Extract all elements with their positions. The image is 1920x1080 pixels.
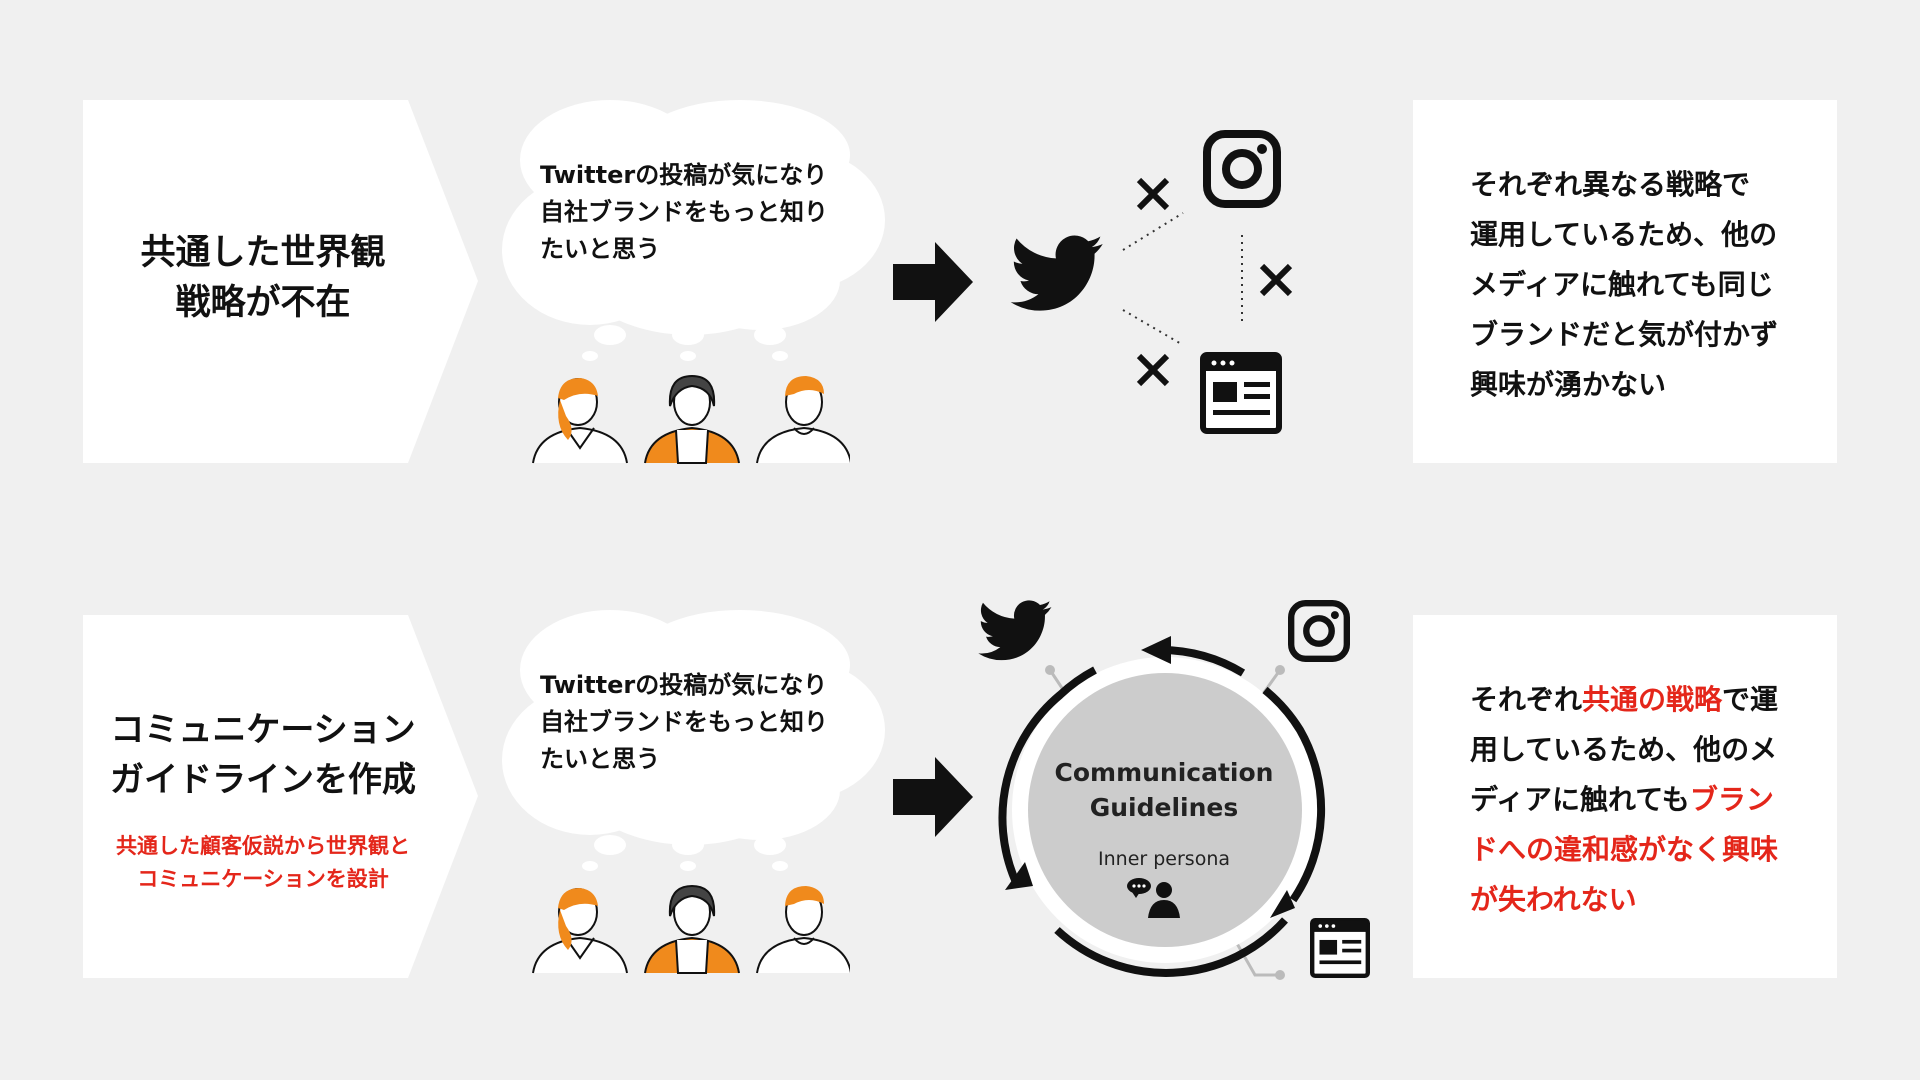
persona-icon xyxy=(1127,878,1180,918)
instagram-icon xyxy=(1288,600,1350,662)
result-segment: で運用しているため、他のメディアに触れても xyxy=(1470,683,1779,816)
woman-ponytail-icon xyxy=(532,888,628,974)
twitter-icon xyxy=(1010,235,1103,311)
arrow-right-icon xyxy=(893,757,973,837)
cross-icon xyxy=(1259,263,1293,297)
result-highlight: 共通の戦略 xyxy=(1582,683,1723,716)
twitter-icon xyxy=(978,600,1052,661)
man-icon xyxy=(756,376,850,464)
dotted-connectors xyxy=(1122,212,1243,346)
result-line: ブランドだと気が付かず xyxy=(1470,318,1779,351)
result-highlight: ブランドへの違和感がなく興味が失われない xyxy=(1470,783,1779,916)
solution-chevron: コミュニケーション ガイドラインを作成 共通した顧客仮説から世界観と コミュニケ… xyxy=(83,615,478,978)
man-icon xyxy=(756,886,850,974)
result-panel xyxy=(1413,615,1837,978)
result-panel xyxy=(1413,100,1837,463)
result-text: それぞれ異なる戦略で 運用しているため、他の メディアに触れても同じ ブランドだ… xyxy=(1470,160,1800,410)
thought-bubbles xyxy=(582,835,788,871)
people-group xyxy=(532,884,850,974)
website-icon xyxy=(1200,352,1282,434)
arrow-right-icon xyxy=(893,242,973,322)
woman-ponytail-icon xyxy=(532,378,628,464)
thought-bubbles xyxy=(582,325,788,361)
thought-cloud xyxy=(502,610,885,845)
website-icon xyxy=(1310,918,1370,978)
guidelines-cycle xyxy=(998,636,1326,980)
thought-text: Twitterの投稿が気になり 自社ブランドをもっと知り たいと思う xyxy=(540,671,828,773)
woman-dark-hair-icon xyxy=(644,374,740,464)
result-line: それぞれ異なる戦略で xyxy=(1470,168,1751,201)
result-text: それぞれ共通の戦略で運用しているため、他のメディアに触れてもブランドへの違和感が… xyxy=(1470,675,1792,925)
problem-chevron: 共通した世界観 戦略が不在 xyxy=(83,100,478,463)
solution-title: コミュニケーション ガイドラインを作成 xyxy=(110,710,416,800)
cross-icon xyxy=(1136,177,1170,211)
cross-icon xyxy=(1136,353,1170,387)
result-line: 運用しているため、他の xyxy=(1470,218,1778,251)
guidelines-title: Communication Guidelines xyxy=(1054,758,1274,822)
result-segment: それぞれ xyxy=(1470,683,1583,716)
thought-text: Twitterの投稿が気になり 自社ブランドをもっと知り たいと思う xyxy=(540,161,828,263)
woman-dark-hair-icon xyxy=(644,884,740,974)
instagram-icon xyxy=(1203,130,1281,208)
guidelines-core xyxy=(1028,673,1302,947)
persona-label: Inner persona xyxy=(1098,848,1230,870)
problem-title: 共通した世界観 戦略が不在 xyxy=(140,233,386,323)
result-line: 興味が湧かない xyxy=(1470,368,1667,401)
solution-subtitle: 共通した顧客仮説から世界観と コミュニケーションを設計 xyxy=(116,834,410,891)
result-line: メディアに触れても同じ xyxy=(1470,268,1774,301)
people-group xyxy=(532,374,850,464)
thought-cloud xyxy=(502,100,885,335)
